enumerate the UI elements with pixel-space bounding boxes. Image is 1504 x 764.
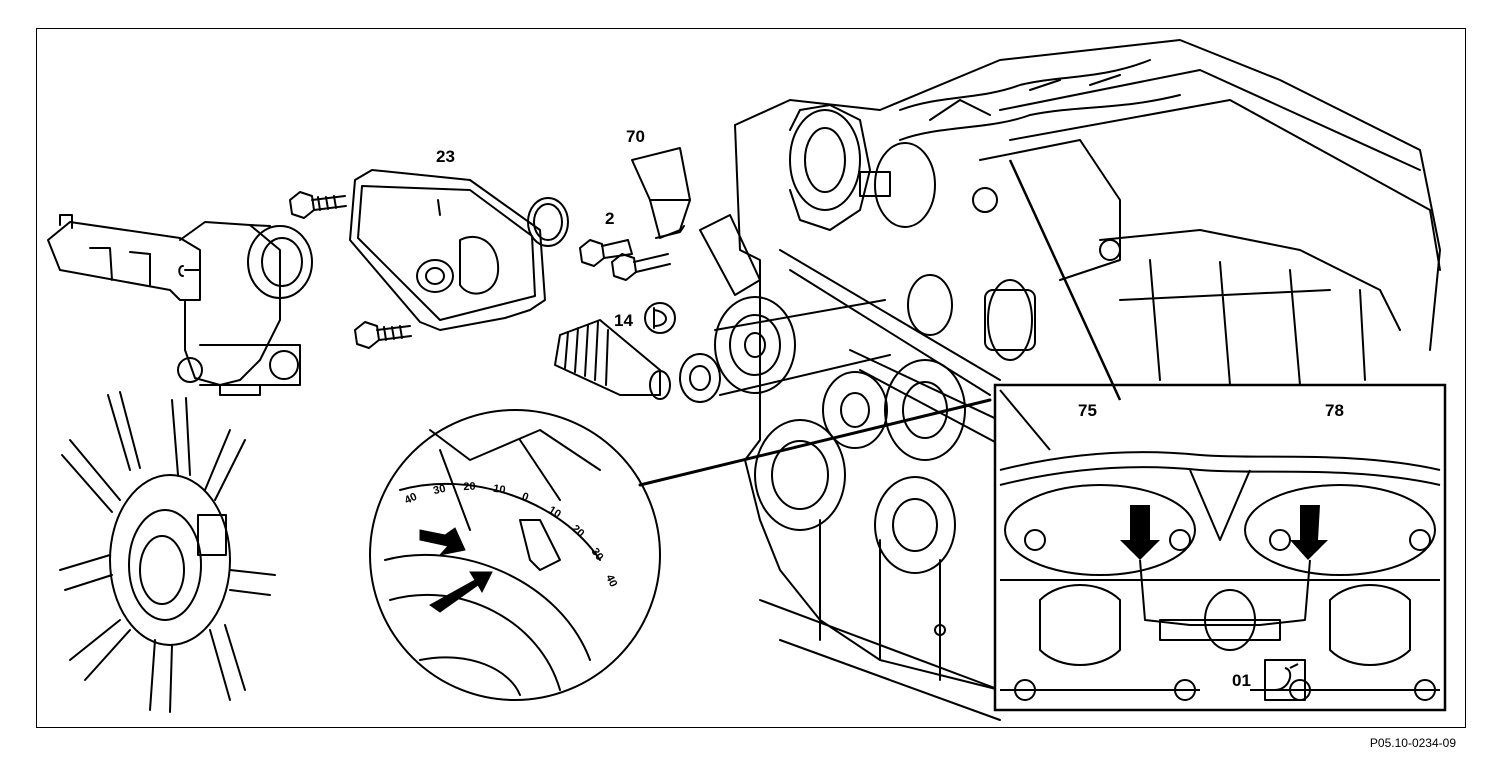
scale-mark: 20 [463,481,476,494]
label-70: 70 [626,127,645,146]
upper-sprocket [789,104,936,231]
bolt-upper [289,191,347,219]
bellows-hose [554,319,671,400]
pulleys [679,214,1036,574]
thermostat-housing [47,214,313,396]
inset-arrow-right [1290,505,1328,560]
label-23: 23 [436,147,455,166]
scale-mark: 20 [569,523,586,540]
inset-arrow-left [1120,505,1160,560]
cover-gasket-23 [349,169,546,331]
scale-mark: 30 [589,546,606,563]
timing-arrow [429,571,493,613]
scale-mark: 40 [403,491,419,507]
timing-mark-detail [369,398,992,701]
label-78: 78 [1325,401,1344,420]
scale-mark: 10 [546,504,563,521]
label-14: 14 [614,311,633,330]
bolt-lower [354,321,412,349]
label-01: 01 [1232,671,1251,690]
label-2: 2 [605,209,615,228]
diagram-frame [36,28,1466,728]
scale-mark: 40 [603,573,619,589]
o-ring [527,197,569,247]
engine-block [734,39,1441,721]
scale-mark: 0 [520,491,530,504]
part-14-symbol [644,302,676,334]
label-75: 75 [1078,401,1097,420]
part-70 [631,147,691,239]
cooling-fan [59,391,276,713]
inset-camshaft-detail [993,159,1447,712]
scale-mark: 30 [432,483,447,498]
rotation-arrow [419,527,466,556]
bolts-2 [579,239,671,281]
reference-code: P05.10-0234-09 [1369,736,1456,750]
scale-mark: 10 [492,483,506,497]
